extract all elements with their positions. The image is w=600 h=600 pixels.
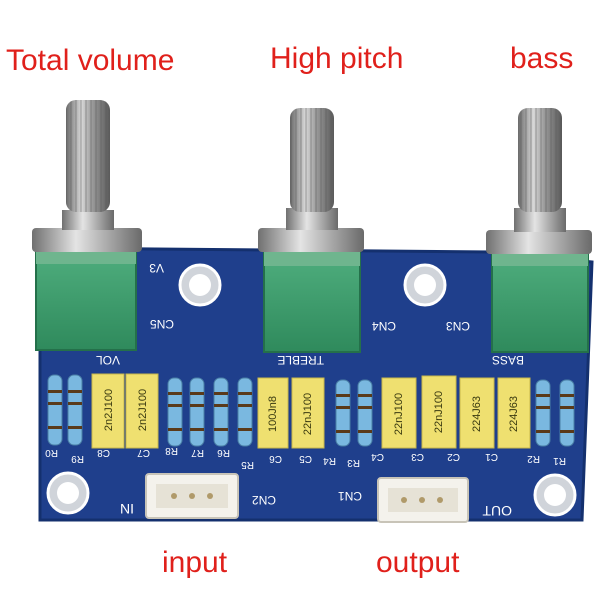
silk-cn4: CN4 bbox=[372, 319, 396, 333]
capacitor-c6: 100Jn8 bbox=[257, 377, 289, 449]
silk-c7: C7 bbox=[137, 447, 150, 458]
capacitor-c6-marking: 100Jn8 bbox=[267, 396, 279, 432]
silk-bass: BASS bbox=[492, 353, 524, 367]
capacitor-c1: 224J63 bbox=[497, 377, 531, 449]
resistor-bands bbox=[48, 390, 574, 433]
silk-r1: R1 bbox=[553, 455, 566, 466]
mounting-hole bbox=[403, 263, 447, 307]
silk-c6: C6 bbox=[269, 453, 282, 464]
silk-r4: R4 bbox=[323, 455, 336, 466]
capacitor-c5-marking: 22nJ100 bbox=[302, 393, 314, 435]
silk-c8: C8 bbox=[97, 447, 110, 458]
silk-c2: C2 bbox=[447, 451, 460, 462]
silk-vol: VOL bbox=[96, 353, 120, 367]
capacitor-c4-marking: 22nJ100 bbox=[393, 393, 405, 435]
silk-r9: R9 bbox=[71, 453, 84, 464]
potentiometer-bass bbox=[486, 108, 592, 353]
silk-cn1: CN1 bbox=[338, 489, 362, 503]
capacitor-c7: 2n2J100 bbox=[125, 373, 159, 449]
silk-c5: C5 bbox=[299, 453, 312, 464]
silk-cn3: CN3 bbox=[446, 319, 470, 333]
potentiometer-volume bbox=[32, 100, 142, 351]
connector-cn2-input bbox=[145, 473, 239, 519]
capacitor-c5: 22nJ100 bbox=[291, 377, 325, 449]
silk-r6: R6 bbox=[217, 447, 230, 458]
connector-cn1-output bbox=[377, 477, 469, 523]
capacitor-c8-marking: 2n2J100 bbox=[103, 389, 115, 431]
silk-r7: R7 bbox=[191, 447, 204, 458]
capacitor-c2: 224J63 bbox=[459, 377, 495, 449]
potentiometer-treble bbox=[258, 108, 364, 353]
silk-cn5: CN5 bbox=[150, 317, 174, 331]
label-total-volume: Total volume bbox=[6, 44, 175, 77]
silk-in: IN bbox=[120, 501, 134, 517]
mounting-hole bbox=[178, 263, 222, 307]
silk-r0: R0 bbox=[45, 447, 58, 458]
silk-r5: R5 bbox=[241, 459, 254, 470]
label-bass: bass bbox=[510, 42, 574, 75]
capacitor-c2-marking: 224J63 bbox=[471, 396, 483, 432]
silk-c1: C1 bbox=[485, 451, 498, 462]
silk-out: OUT bbox=[482, 503, 512, 519]
silk-v3: V3 bbox=[149, 261, 164, 275]
silk-c4: C4 bbox=[371, 451, 384, 462]
capacitor-c4: 22nJ100 bbox=[381, 377, 417, 449]
capacitor-c8: 2n2J100 bbox=[91, 373, 125, 449]
mounting-hole bbox=[46, 471, 90, 515]
label-input: input bbox=[162, 546, 228, 579]
silk-cn2: CN2 bbox=[252, 493, 276, 507]
silk-r2: R2 bbox=[527, 453, 540, 464]
silk-r8: R8 bbox=[165, 445, 178, 456]
label-output: output bbox=[376, 546, 460, 579]
mounting-hole bbox=[533, 473, 577, 517]
silk-treble: TREBLE bbox=[277, 353, 324, 367]
capacitor-c1-marking: 224J63 bbox=[508, 396, 520, 432]
capacitor-c3-marking: 22nJ100 bbox=[433, 391, 445, 433]
silk-r3: R3 bbox=[347, 457, 360, 468]
silk-c3: C3 bbox=[411, 451, 424, 462]
label-high-pitch: High pitch bbox=[270, 42, 404, 75]
capacitor-c7-marking: 2n2J100 bbox=[137, 389, 149, 431]
capacitor-c3: 22nJ100 bbox=[421, 375, 457, 449]
